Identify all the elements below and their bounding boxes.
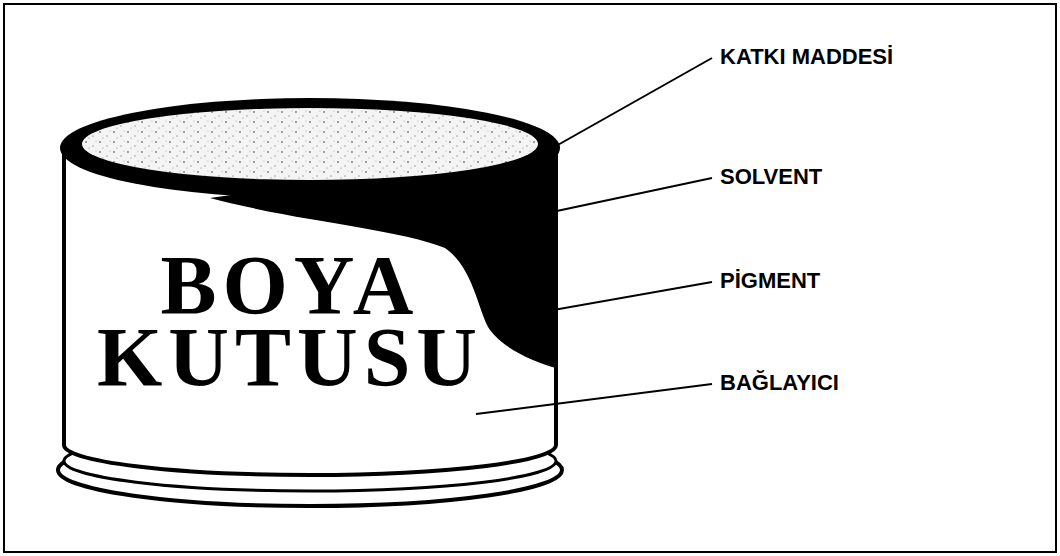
part-name: KATKI MADDESİ (720, 44, 893, 70)
can-title: BOYA KUTUSU (70, 250, 510, 394)
part-name: SOLVENT (720, 164, 822, 190)
frame-border (4, 4, 1056, 552)
leader-line (486, 282, 712, 322)
paint-surface (82, 108, 538, 180)
leader-line (556, 58, 712, 146)
can-rim (60, 98, 560, 198)
leader-line (552, 178, 712, 212)
leader-line (476, 384, 712, 414)
part-name: BAĞLAYICI (720, 370, 839, 396)
part-name: PİGMENT (720, 268, 820, 294)
can-label-area: BOYA KUTUSU (70, 250, 510, 394)
